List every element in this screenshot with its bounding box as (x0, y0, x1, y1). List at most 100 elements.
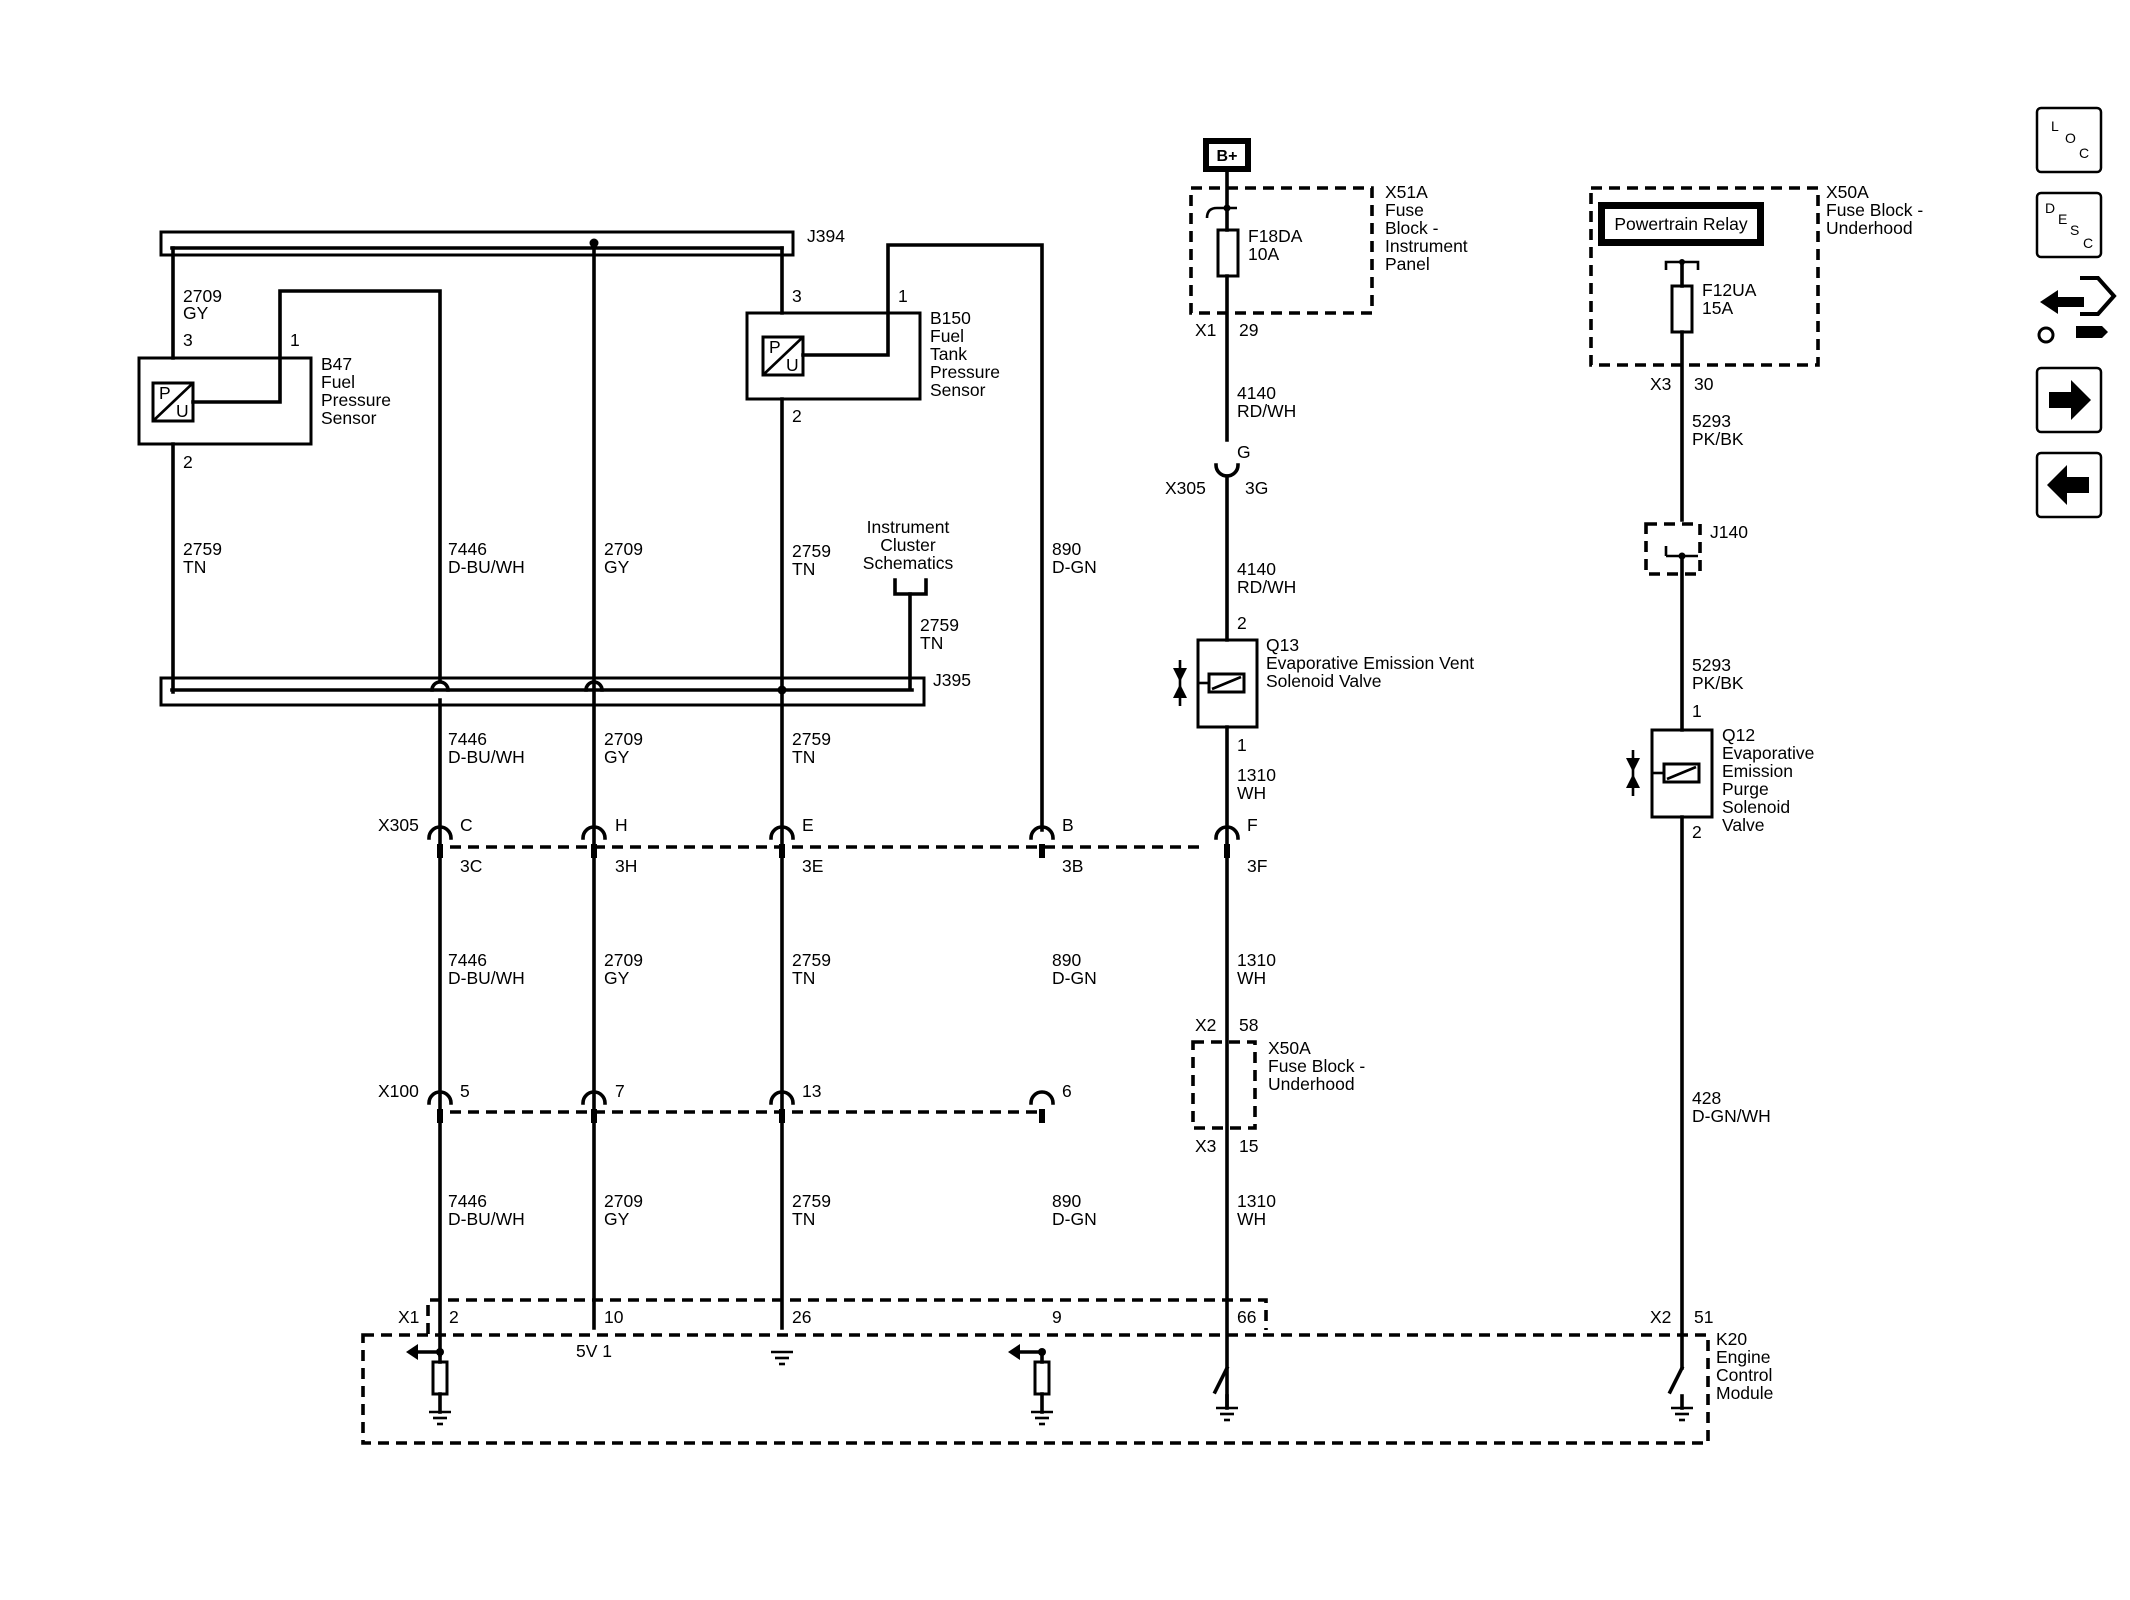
svg-text:2: 2 (1237, 613, 1247, 633)
svg-text:D: D (2045, 200, 2055, 216)
connector-female-terminal (581, 825, 607, 840)
svg-text:D-GN/WH: D-GN/WH (1692, 1106, 1771, 1126)
svg-text:GY: GY (604, 968, 630, 988)
svg-text:51: 51 (1694, 1307, 1713, 1327)
svg-text:1: 1 (1237, 735, 1247, 755)
x50a-fuse-block-top: X50A Fuse Block - Underhood Powertrain R… (1589, 182, 1923, 522)
mid-wire-labels: 7446 D-BU/WH 2709 GY 2759 TN (448, 729, 831, 767)
sensor-p-label: P (159, 383, 171, 403)
svg-text:Instrument: Instrument (867, 517, 950, 537)
arrow-right-icon (2049, 380, 2091, 420)
svg-text:5: 5 (460, 1081, 470, 1101)
component-id: B150 (930, 308, 971, 328)
pin-number: 3 (792, 286, 802, 306)
svg-text:Purge: Purge (1722, 779, 1769, 799)
svg-text:15: 15 (1239, 1136, 1258, 1156)
svg-text:Valve: Valve (1722, 815, 1764, 835)
svg-text:29: 29 (1239, 320, 1258, 340)
j394-label: J394 (807, 226, 845, 246)
previous-arrow-button[interactable] (2035, 451, 2103, 519)
svg-text:X51A: X51A (1385, 182, 1428, 202)
powertrain-relay-label: Powertrain Relay (1614, 214, 1747, 234)
svg-text:X50A: X50A (1826, 182, 1869, 202)
j394-splice-pack: J394 (159, 226, 845, 257)
svg-text:TN: TN (792, 747, 815, 767)
svg-text:7446: 7446 (448, 950, 487, 970)
svg-text:7446: 7446 (448, 539, 487, 559)
svg-text:O: O (2065, 130, 2076, 146)
svg-text:Instrument: Instrument (1385, 236, 1468, 256)
connector-wrench-icon[interactable] (2037, 276, 2117, 344)
svg-text:X305: X305 (1165, 478, 1206, 498)
svg-text:Module: Module (1716, 1383, 1773, 1403)
instrument-cluster-reference[interactable]: Instrument Cluster Schematics 2759 TN (863, 517, 959, 690)
svg-text:S: S (2070, 222, 2079, 238)
svg-text:2709: 2709 (604, 539, 643, 559)
svg-text:2: 2 (1692, 822, 1702, 842)
svg-text:Evaporative: Evaporative (1722, 743, 1814, 763)
svg-text:D-GN: D-GN (1052, 557, 1097, 577)
svg-text:WH: WH (1237, 968, 1266, 988)
svg-text:3H: 3H (615, 856, 637, 876)
lower-wire-labels: 7446 D-BU/WH 2709 GY 2759 TN 890 D-GN (448, 950, 1097, 988)
connector-female-terminal (1029, 1090, 1055, 1105)
connector-female-terminal (769, 825, 795, 840)
pin-number: 3 (183, 330, 193, 350)
svg-text:B: B (1062, 815, 1074, 835)
j395-splice-pack: J395 (159, 670, 971, 707)
resistor (431, 1360, 449, 1396)
svg-text:3C: 3C (460, 856, 482, 876)
svg-text:3G: 3G (1245, 478, 1268, 498)
svg-text:5V 1: 5V 1 (576, 1341, 612, 1361)
connector-symbols (427, 825, 1240, 1123)
arrow-left-icon (2047, 465, 2089, 505)
svg-text:Fuse Block -: Fuse Block - (1826, 200, 1923, 220)
svg-text:G: G (1237, 442, 1251, 462)
svg-text:E: E (802, 815, 814, 835)
loc-button[interactable]: L O C (2035, 106, 2103, 174)
svg-text:Solenoid Valve: Solenoid Valve (1266, 671, 1381, 691)
svg-text:Solenoid: Solenoid (1722, 797, 1790, 817)
svg-text:X305: X305 (378, 815, 419, 835)
component-id: B47 (321, 354, 352, 374)
svg-text:F12UA: F12UA (1702, 280, 1757, 300)
svg-text:L: L (2051, 118, 2059, 134)
svg-text:2: 2 (449, 1307, 459, 1327)
svg-text:Block -: Block - (1385, 218, 1439, 238)
svg-text:F18DA: F18DA (1248, 226, 1303, 246)
svg-text:Q12: Q12 (1722, 725, 1755, 745)
svg-text:X3: X3 (1195, 1136, 1216, 1156)
svg-text:TN: TN (792, 1209, 815, 1229)
svg-text:4140: 4140 (1237, 383, 1276, 403)
svg-text:H: H (615, 815, 628, 835)
svg-text:GY: GY (604, 557, 630, 577)
svg-text:Evaporative Emission Vent: Evaporative Emission Vent (1266, 653, 1474, 673)
svg-text:D-BU/WH: D-BU/WH (448, 747, 525, 767)
svg-text:10: 10 (604, 1307, 624, 1327)
next-arrow-button[interactable] (2035, 366, 2103, 434)
svg-text:Fuse: Fuse (1385, 200, 1424, 220)
svg-text:Panel: Panel (1385, 254, 1430, 274)
x51a-fuse-block: X51A Fuse Block - Instrument Panel F18DA… (1189, 170, 1468, 442)
pin-number: 1 (898, 286, 908, 306)
svg-text:RD/WH: RD/WH (1237, 401, 1296, 421)
svg-text:B+: B+ (1217, 148, 1238, 165)
svg-text:D-BU/WH: D-BU/WH (448, 1209, 525, 1229)
svg-text:WH: WH (1237, 1209, 1266, 1229)
svg-text:K20: K20 (1716, 1329, 1747, 1349)
svg-text:X100: X100 (378, 1081, 419, 1101)
svg-text:5293: 5293 (1692, 411, 1731, 431)
svg-text:Schematics: Schematics (863, 553, 954, 573)
svg-text:2759: 2759 (792, 1191, 831, 1211)
sensor-u-label: U (176, 401, 189, 421)
svg-text:E: E (2058, 211, 2067, 227)
svg-text:TN: TN (920, 633, 943, 653)
svg-text:PK/BK: PK/BK (1692, 429, 1744, 449)
connector-male-terminal (437, 844, 443, 858)
j395-label: J395 (933, 670, 971, 690)
j395-crossings (430, 680, 787, 695)
svg-text:Q13: Q13 (1266, 635, 1299, 655)
desc-button[interactable]: D E S C (2035, 191, 2103, 259)
component-desc: Pressure (930, 362, 1000, 382)
